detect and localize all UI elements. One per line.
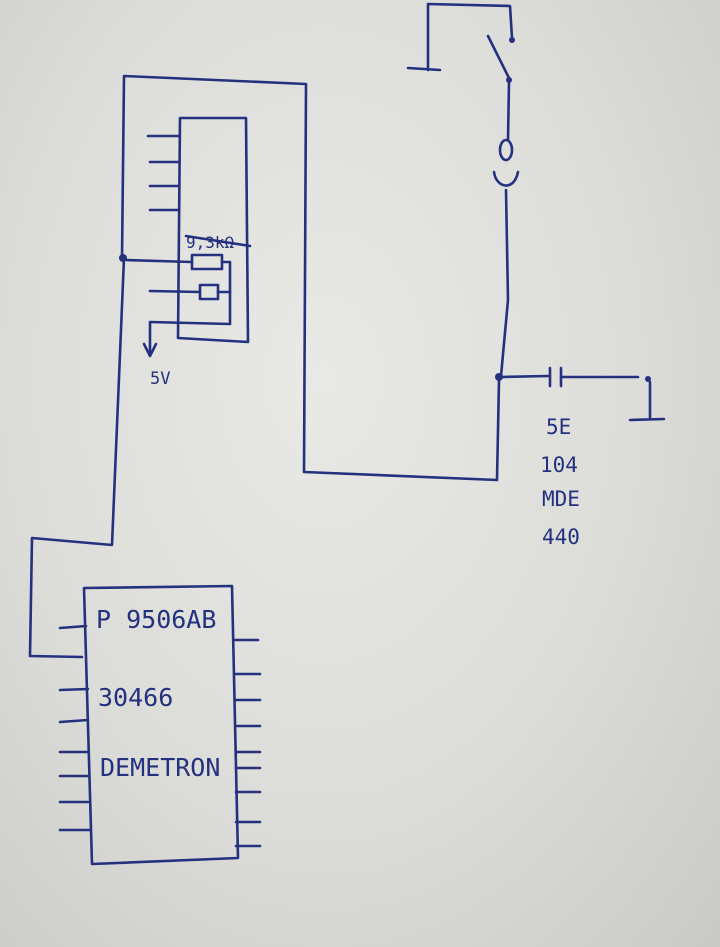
resistor-value-label: 9,3kΩ (186, 233, 235, 252)
wire-left (28, 256, 126, 659)
wire-right (120, 74, 501, 482)
ic-label-line-3: DEMETRON (100, 753, 220, 782)
supply-voltage-label: 5V (150, 369, 170, 389)
ic-label-line-2: 30466 (98, 683, 173, 712)
capacitor-label-line-1: 5E (546, 415, 571, 439)
resistor-module (124, 116, 252, 358)
capacitor (495, 366, 666, 422)
push-switch (406, 2, 515, 142)
capacitor-label-line-3: MDE (542, 487, 580, 511)
ic-label-line-1: P 9506AB (96, 605, 216, 634)
capacitor-label-line-4: 440 (542, 525, 580, 549)
connector-jack (492, 138, 520, 378)
ic-chip (58, 584, 262, 866)
capacitor-label-line-2: 104 (540, 453, 578, 477)
